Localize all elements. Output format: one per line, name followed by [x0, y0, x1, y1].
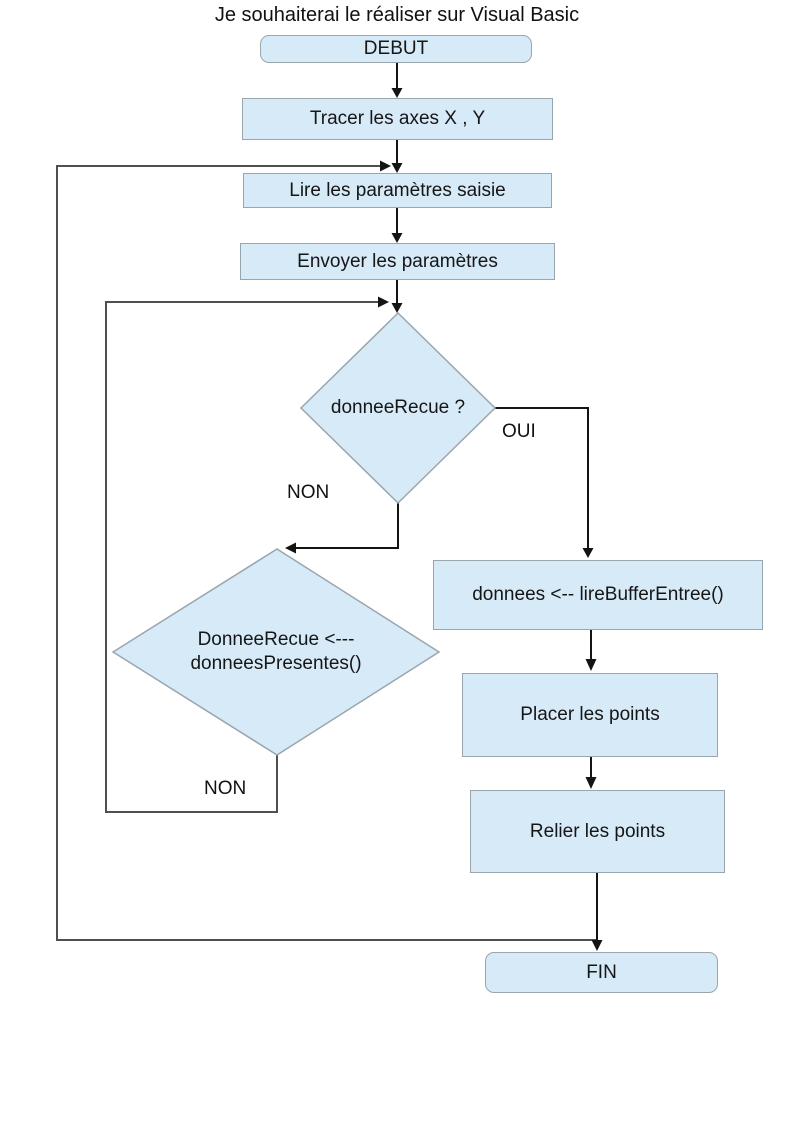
node-decision-donnee-recue-label: donneeRecue ?	[330, 397, 466, 418]
edge-decision-non-to-presentes	[296, 503, 399, 549]
arrowhead-read-params	[391, 163, 403, 173]
node-send-params: Envoyer les paramètres	[240, 243, 555, 280]
edge-loop-fin-to-read-params	[56, 165, 597, 941]
node-place-points: Placer les points	[462, 673, 718, 757]
arrowhead-presentes	[285, 542, 296, 554]
arrowhead-draw-axes	[391, 88, 403, 98]
node-read-buffer: donnees <-- lireBufferEntree()	[433, 560, 763, 630]
edge-loop-presentes-to-decision	[105, 301, 380, 813]
node-decision-presentes-label: DonneeRecue <--- donneesPresentes()	[190, 629, 362, 674]
edge-label-oui: OUI	[502, 421, 536, 442]
arrowhead-read-buffer	[582, 548, 594, 558]
node-connect-points: Relier les points	[470, 790, 725, 873]
node-draw-axes: Tracer les axes X , Y	[242, 98, 553, 140]
edge-label-non-second: NON	[204, 778, 247, 799]
arrowhead-connect-points	[585, 777, 597, 789]
page-title: Je souhaiterai le réaliser sur Visual Ba…	[214, 4, 580, 26]
arrowhead-send-params	[391, 233, 403, 243]
arrowhead-place-points	[585, 659, 597, 671]
node-read-params: Lire les paramètres saisie	[243, 173, 552, 208]
arrowhead-loop-presentes	[378, 296, 389, 308]
arrowhead-loop-fin	[380, 160, 391, 172]
node-decision-donnee-recue-shape	[299, 311, 497, 505]
node-end: FIN	[485, 952, 718, 993]
node-start: DEBUT	[260, 35, 532, 63]
arrowhead-end	[591, 940, 603, 951]
edge-decision-oui-to-read-buffer	[495, 407, 589, 548]
edge-label-non-first: NON	[287, 482, 330, 503]
arrowhead-decision	[391, 303, 403, 313]
node-decision-presentes-shape	[111, 548, 441, 756]
